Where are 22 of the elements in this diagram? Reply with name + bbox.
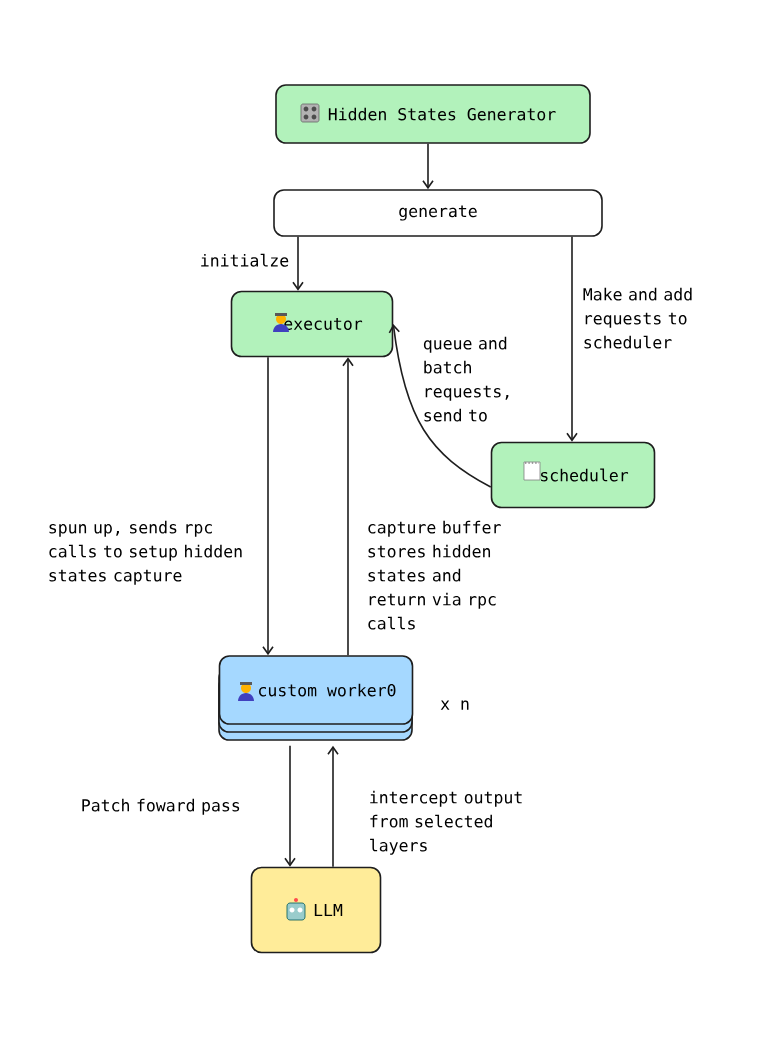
process-box: LLM — [250, 866, 382, 954]
arrow — [262, 356, 274, 656]
arrow — [284, 745, 296, 867]
arrow — [327, 745, 339, 868]
edge-label: capture buffer stores hidden states and return via rpc calls — [368, 520, 501, 630]
arrow — [292, 236, 304, 291]
arrow — [566, 236, 578, 442]
process-box: generate — [273, 189, 603, 237]
edge-label: initialze — [201, 253, 289, 267]
edge-label: spun up, sends rpc calls to setup hidden states capture — [49, 520, 242, 585]
arrow — [422, 143, 434, 190]
process-box: executor — [230, 290, 394, 358]
edge-label: Patch foward pass — [82, 798, 240, 815]
multiplier-label: x n — [440, 700, 469, 710]
arrow — [342, 357, 354, 656]
arrow — [388, 324, 492, 488]
edge-label: intercept output from selected layers — [370, 790, 522, 855]
edge-label: queue and batch requests, send to — [423, 336, 509, 422]
edge-label: Make and add requests to scheduler — [583, 287, 692, 349]
process-box: Hidden States Generator — [275, 84, 591, 144]
stacked-box: custom worker0 — [218, 655, 414, 741]
process-box: scheduler — [490, 441, 656, 509]
